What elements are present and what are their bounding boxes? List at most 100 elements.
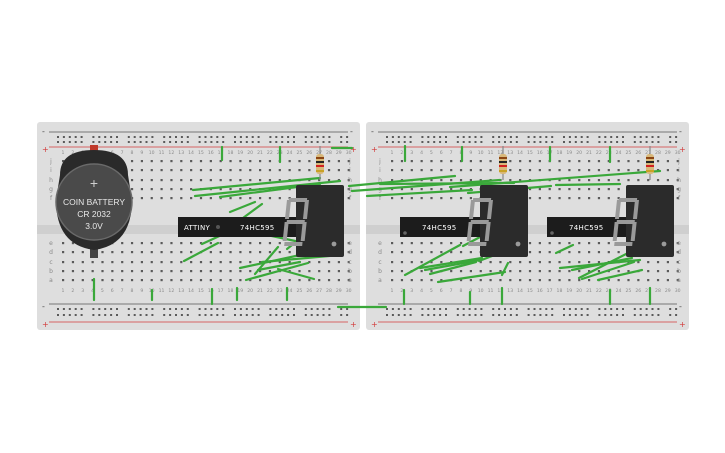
column-number: 24 — [616, 288, 622, 294]
terminal-hole — [150, 261, 153, 264]
terminal-hole — [656, 179, 660, 182]
jumper-wire[interactable] — [276, 267, 316, 281]
jumper-wire[interactable] — [403, 243, 462, 277]
column-number: 14 — [517, 288, 523, 294]
resistor-band — [499, 157, 507, 159]
terminal-hole — [239, 242, 242, 245]
rail-hole — [346, 136, 349, 138]
resistor-3[interactable] — [646, 146, 654, 180]
rail-hole — [504, 308, 506, 310]
jumper-wire[interactable] — [418, 256, 484, 270]
rail-hole — [639, 136, 642, 138]
resistor-band — [646, 157, 654, 159]
rail-hole — [551, 136, 554, 138]
terminal-hole — [558, 242, 561, 245]
rail-hole — [498, 136, 501, 138]
display-decimal-point — [331, 241, 337, 247]
jumper-wire[interactable] — [428, 260, 478, 276]
jumper-wire[interactable] — [436, 270, 507, 284]
rail-hole — [80, 136, 83, 138]
terminal-hole — [607, 197, 610, 200]
terminal-hole — [666, 270, 669, 273]
shift-register-1[interactable]: 74HC595 — [222, 217, 300, 237]
terminal-hole — [578, 188, 581, 191]
rail-hole — [251, 314, 254, 316]
jumper-wire[interactable] — [191, 176, 322, 192]
terminal-hole — [160, 261, 163, 264]
jumper-wire[interactable] — [500, 261, 510, 277]
rail-hole — [616, 314, 619, 316]
terminal-hole — [180, 160, 183, 163]
coin-battery[interactable]: + COIN BATTERY CR 2032 3.0V — [55, 145, 133, 258]
jumper-wire[interactable] — [423, 258, 482, 272]
rail-hole — [468, 314, 471, 316]
terminal-hole — [666, 279, 669, 282]
rail-hole — [397, 314, 400, 316]
attiny-chip[interactable]: ATTINY — [178, 217, 222, 237]
column-number: 20 — [576, 150, 582, 156]
resistor-1[interactable] — [316, 146, 324, 180]
jumper-wire[interactable] — [365, 188, 474, 198]
terminal-hole — [229, 179, 232, 182]
resistor-2[interactable] — [499, 146, 507, 180]
terminal-hole — [249, 188, 252, 191]
jumper-wire[interactable] — [554, 243, 575, 255]
jumper-wire[interactable] — [554, 182, 622, 187]
shift-register-2[interactable]: 74HC595 — [400, 217, 482, 237]
column-number: 9 — [140, 288, 143, 294]
jumper-wire[interactable] — [182, 241, 220, 263]
terminal-hole — [239, 188, 242, 191]
display-segment — [284, 200, 291, 219]
rail-hole — [287, 314, 290, 316]
terminal-hole — [676, 270, 679, 273]
jumper-wire[interactable] — [558, 258, 642, 270]
seven-segment-display-2[interactable] — [466, 185, 528, 257]
jumper-wire[interactable] — [347, 174, 457, 188]
terminal-hole — [637, 261, 640, 264]
rail-hole — [110, 308, 113, 310]
column-number: 3 — [410, 150, 413, 156]
seven-segment-display-3[interactable] — [612, 185, 674, 257]
column-number: 9 — [469, 288, 472, 294]
jumper-wire[interactable] — [241, 202, 264, 220]
rail-hole — [340, 308, 343, 310]
jumper-wire[interactable] — [244, 261, 310, 282]
rail-hole — [116, 308, 118, 310]
jumper-wire[interactable] — [228, 200, 257, 214]
jumper-wire[interactable] — [253, 245, 280, 276]
seven-segment-display-1[interactable] — [282, 185, 344, 257]
terminal-hole — [249, 279, 252, 282]
terminal-hole — [249, 251, 252, 254]
rail-hole — [139, 141, 142, 143]
row-letter: i — [379, 167, 381, 174]
terminal-hole — [347, 279, 350, 282]
rail-hole — [515, 141, 518, 143]
shift-register-3[interactable]: 74HC595 — [547, 217, 629, 237]
terminal-hole — [140, 169, 143, 172]
terminal-hole — [450, 197, 453, 200]
rail-hole — [310, 136, 313, 138]
terminal-hole — [617, 279, 620, 282]
terminal-hole — [111, 270, 114, 273]
terminal-hole — [588, 188, 591, 191]
jumper-wire[interactable] — [448, 169, 662, 189]
terminal-hole — [391, 160, 394, 163]
rail-hole — [527, 314, 530, 316]
jumper-wire[interactable] — [350, 178, 502, 193]
terminal-hole — [637, 179, 640, 182]
jumper-wire[interactable] — [256, 260, 302, 272]
rail-hole — [269, 314, 272, 316]
jumper-wire[interactable] — [461, 234, 484, 248]
terminal-hole — [568, 270, 571, 273]
jumper-wire[interactable] — [577, 250, 632, 280]
terminal-hole — [459, 270, 463, 273]
column-number: 11 — [159, 288, 165, 294]
rail-hole — [456, 141, 459, 143]
terminal-hole — [519, 279, 522, 282]
terminal-hole — [588, 160, 591, 163]
terminal-hole — [568, 261, 571, 264]
terminal-hole — [459, 251, 463, 254]
jumper-wire[interactable] — [580, 260, 636, 281]
jumper-wire[interactable] — [596, 268, 644, 282]
rail-hole — [439, 141, 442, 143]
